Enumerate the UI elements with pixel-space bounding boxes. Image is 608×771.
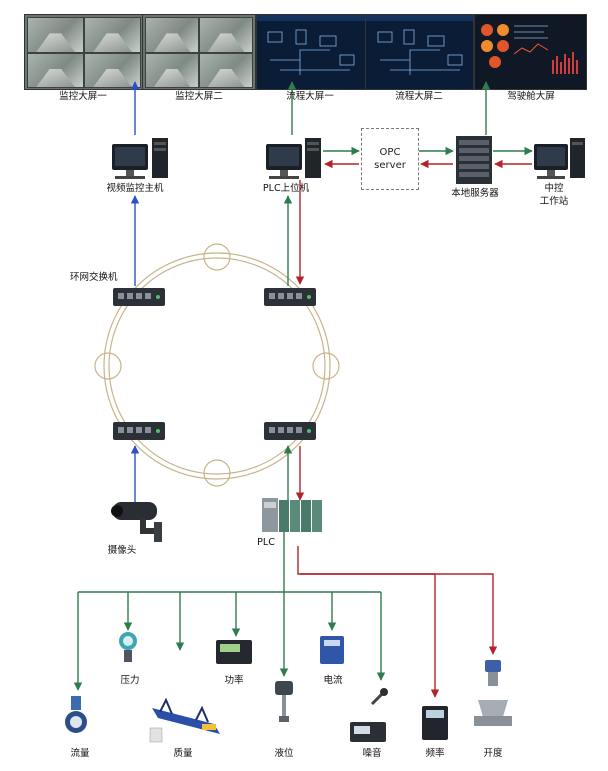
noise-sensor-icon — [350, 688, 388, 742]
green-links — [73, 81, 533, 691]
video-host-label: 视频监控主机 — [106, 183, 164, 194]
plc-icon — [262, 498, 322, 532]
local-server-label: 本地服务器 — [451, 188, 499, 199]
power-label: 功率 — [224, 675, 244, 686]
level-label: 液位 — [274, 748, 294, 759]
mass-label: 质量 — [173, 748, 193, 759]
pressure-label: 压力 — [120, 675, 140, 686]
frequency-label: 频率 — [425, 748, 445, 759]
ring-switch-bottom-left — [113, 422, 165, 440]
central-workstation-computer — [534, 138, 585, 179]
monitor-screen-1-panel — [24, 14, 144, 90]
cockpit-screen-label: 驾驶舱大屏 — [507, 91, 555, 102]
process-screen-2-label: 流程大屏二 — [395, 91, 443, 102]
level-sensor-icon — [275, 681, 293, 722]
ring-switch-top-right — [264, 288, 316, 306]
video-host-computer — [112, 138, 168, 179]
opc-server-box: OPC server — [361, 128, 419, 190]
current-label: 电流 — [323, 675, 343, 686]
frequency-inverter-icon — [422, 706, 448, 740]
local-server-rack — [456, 136, 492, 184]
plc-host-label: PLC上位机 — [262, 183, 310, 194]
process-screen-1-label: 流程大屏一 — [286, 91, 334, 102]
cockpit-screen-panel — [474, 14, 587, 90]
monitor-screen-1-label: 监控大屏一 — [59, 91, 107, 102]
opening-label: 开度 — [483, 748, 503, 759]
ring-switch-bottom-right — [264, 422, 316, 440]
monitor-screen-2-panel — [142, 14, 256, 90]
process-screen-2-panel — [365, 14, 474, 90]
pressure-gauge-icon — [119, 632, 137, 662]
camera-icon — [111, 502, 162, 542]
flow-label: 流量 — [70, 748, 90, 759]
noise-label: 噪音 — [362, 748, 382, 759]
process-screen-graphics — [267, 29, 463, 75]
plc-label: PLC — [257, 537, 275, 548]
central-ws-label-1: 中控 — [544, 183, 564, 194]
ring-switch-label: 环网交换机 — [70, 272, 118, 283]
ring-switch-top-left — [113, 288, 165, 306]
central-ws-label-2: 工作站 — [539, 196, 569, 207]
camera-label: 摄像头 — [107, 545, 137, 556]
ring-network — [94, 243, 340, 487]
current-transducer-icon — [320, 636, 344, 664]
plc-host-computer — [266, 138, 321, 179]
opc-label: OPC — [379, 147, 401, 158]
opc-server-label: server — [374, 160, 406, 171]
control-valve-icon — [474, 660, 512, 726]
monitor-screen-2-label: 监控大屏二 — [175, 91, 223, 102]
mass-scale-icon — [149, 697, 220, 743]
cockpit-screen-graphics — [481, 24, 578, 74]
red-links — [295, 159, 532, 698]
power-meter-icon — [216, 640, 252, 664]
flow-meter-icon — [65, 696, 87, 733]
